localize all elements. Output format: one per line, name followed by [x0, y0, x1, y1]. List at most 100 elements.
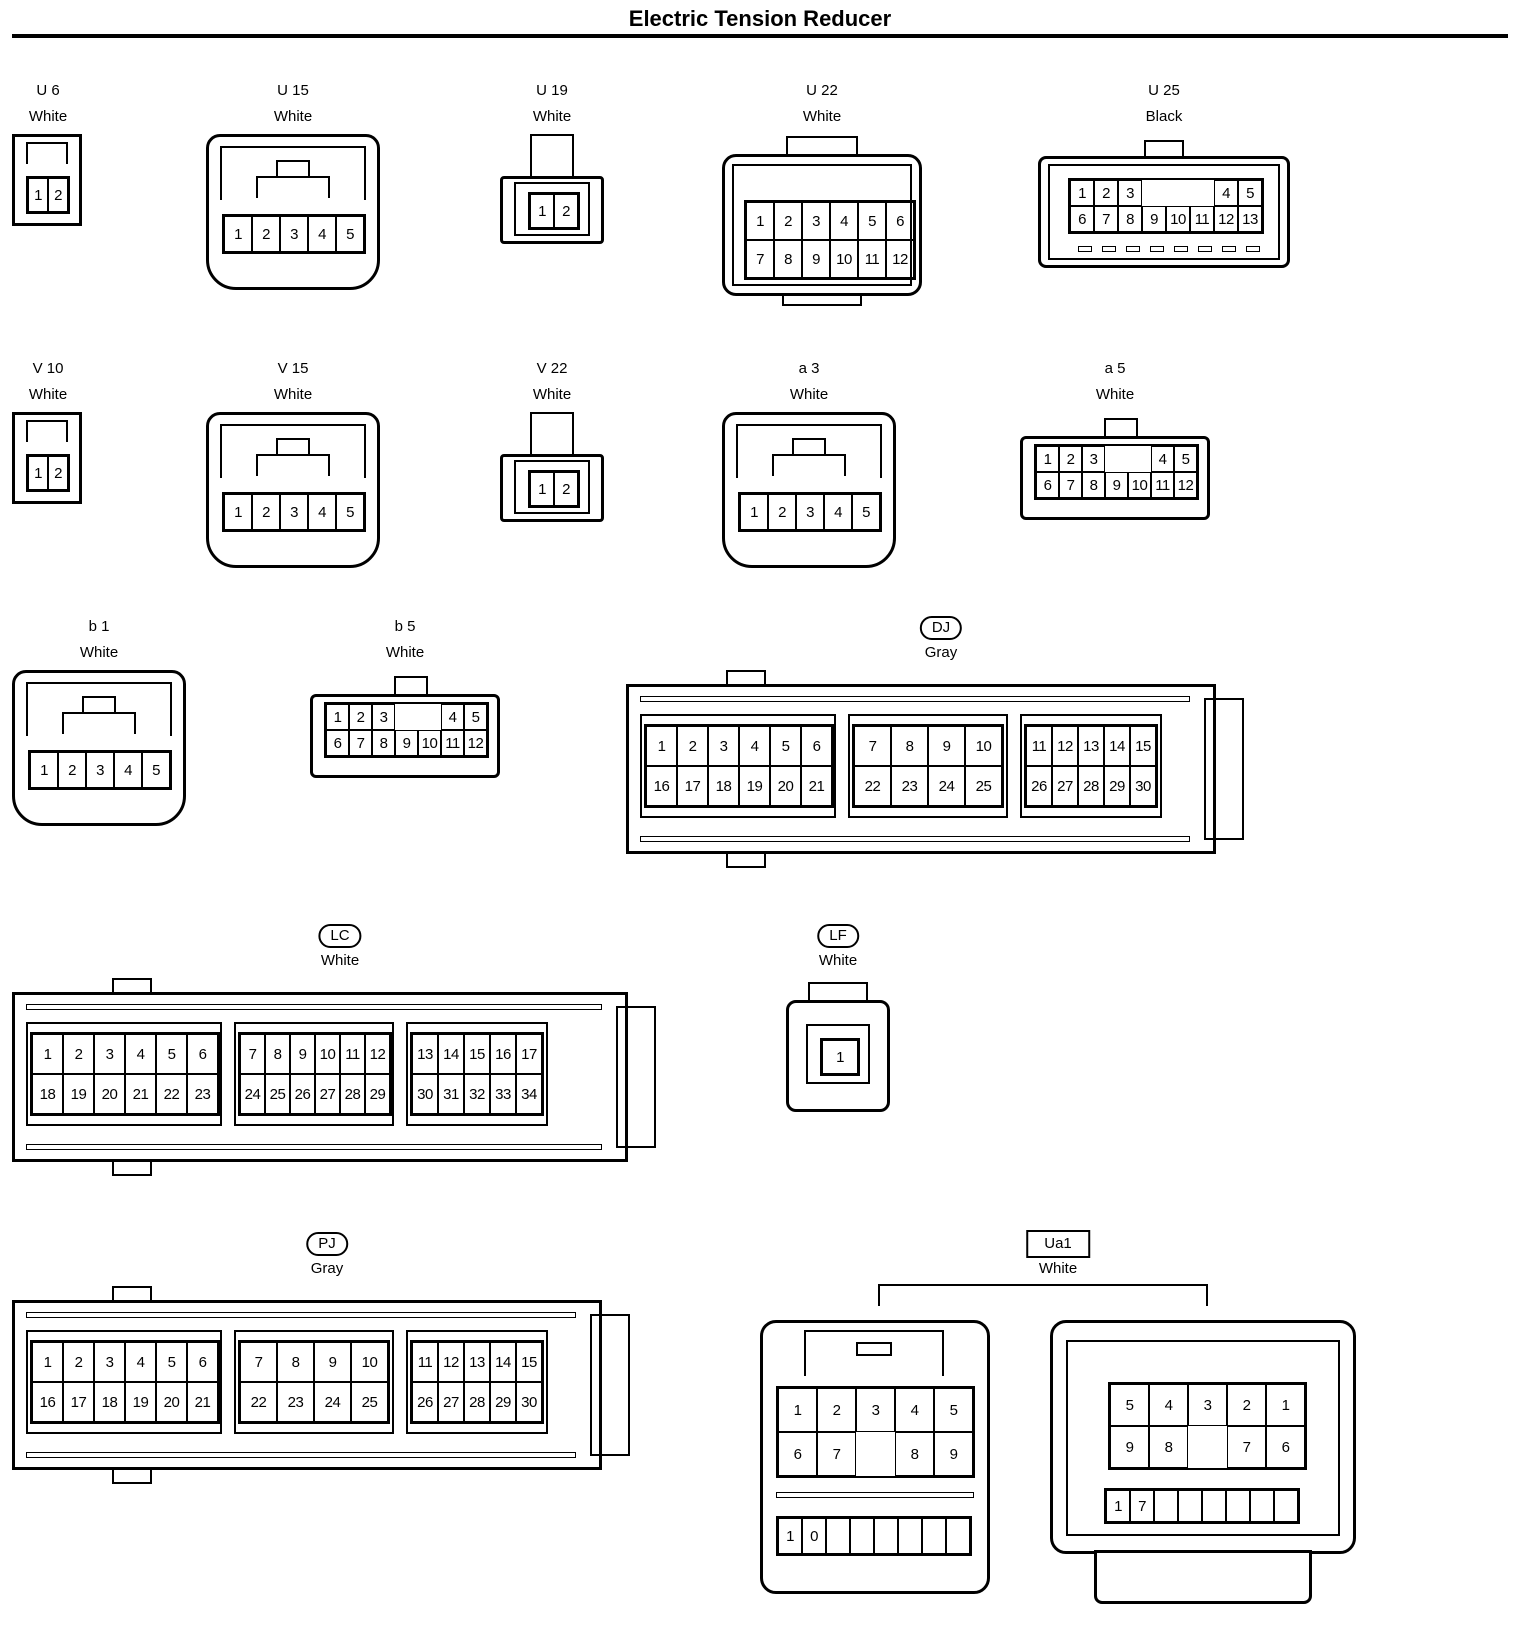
bottom-tab: [726, 852, 766, 868]
pin-cell: 11: [412, 1342, 438, 1382]
pin-cell: 10: [418, 730, 441, 756]
pin-block: [406, 1022, 548, 1126]
pin-cell: 1: [778, 1388, 817, 1432]
pin-cell: 13: [464, 1342, 490, 1382]
pin-cell: 7: [817, 1432, 856, 1476]
pin-cell: 23: [187, 1074, 218, 1114]
pin-cell: 8: [895, 1432, 934, 1476]
pin-cell: 16: [646, 766, 677, 806]
connector-id: U 15: [277, 82, 309, 99]
connector-id: b 1: [88, 618, 110, 635]
pin-cell: 2: [554, 472, 578, 506]
latch-slot: [1078, 246, 1092, 252]
pin-cell: 5: [1110, 1384, 1149, 1426]
pin-cell: 3: [280, 494, 308, 530]
pin-cell: 5: [1174, 446, 1197, 472]
pin-cell: 32: [464, 1074, 490, 1114]
pin-cell: [1250, 1490, 1274, 1522]
pin-cell: 1: [326, 704, 349, 730]
pin-cell: 6: [326, 730, 349, 756]
pin-cell: [898, 1518, 922, 1554]
connector-id: a 5: [1104, 360, 1126, 377]
rail-bottom: [26, 1144, 602, 1150]
pin-cell: 22: [156, 1074, 187, 1114]
pin-cell: 26: [412, 1382, 438, 1422]
connector-color: White: [802, 108, 842, 125]
connector-body: [1038, 156, 1290, 268]
bottom-tab: [112, 1160, 152, 1176]
pin-cell: 1: [224, 494, 252, 530]
pin-cell: 14: [490, 1342, 516, 1382]
pin-cell: 13: [412, 1034, 438, 1074]
pin-cell: 6: [187, 1342, 218, 1382]
connector-body: [626, 684, 1216, 854]
connector-body-left: [760, 1320, 990, 1594]
connector-color: White: [385, 644, 425, 661]
pin-cell: 2: [1059, 446, 1082, 472]
pin-cell: 6: [1070, 206, 1094, 232]
body-inset: [732, 164, 912, 286]
pin-cell: 7: [746, 240, 774, 278]
connector-body: [722, 154, 922, 296]
pin-cell: 3: [280, 216, 308, 252]
pin-cell: 31: [438, 1074, 464, 1114]
pin-cell: 3: [94, 1342, 125, 1382]
pin-cell: 11: [340, 1034, 365, 1074]
pin-cell: 3: [94, 1034, 125, 1074]
latch-top: [394, 676, 428, 696]
pin-cell: 1: [1106, 1490, 1130, 1522]
pin-cell: 8: [265, 1034, 290, 1074]
pin-cell: 4: [125, 1342, 156, 1382]
pin-cell: 2: [768, 494, 796, 530]
latch-shelf: [256, 176, 330, 198]
pin-cell: 1: [224, 216, 252, 252]
pin-cell: 9: [290, 1034, 315, 1074]
pin-block: [848, 714, 1008, 818]
pin-cell: 9: [1142, 206, 1166, 232]
pin-cell: 7: [1227, 1426, 1266, 1468]
pin-cell: 18: [32, 1074, 63, 1114]
pin-cell: 4: [114, 752, 142, 788]
pin-cell: 7: [1094, 206, 1118, 232]
pin-cell: 3: [802, 202, 830, 240]
latch-slot: [1174, 246, 1188, 252]
pin-cell: 7: [240, 1342, 277, 1382]
pin-cell: 3: [86, 752, 114, 788]
connector-color: Gray: [924, 644, 958, 661]
connector-body: [500, 176, 604, 244]
pin-cell: 3: [1082, 446, 1105, 472]
connector-id: LF: [817, 924, 859, 948]
rail-bottom: [26, 1452, 576, 1458]
pin-cell: 9: [395, 730, 418, 756]
pin-cell: 19: [63, 1074, 94, 1114]
pin-cell: 8: [891, 726, 928, 766]
connector-id: LC: [318, 924, 362, 948]
latch-housing: [736, 424, 882, 478]
pin-cell: 1: [746, 202, 774, 240]
pin-cell: 4: [1214, 180, 1238, 206]
pin-cell: 17: [63, 1382, 94, 1422]
pin-cell: 8: [277, 1342, 314, 1382]
pin-cell: 7: [1059, 472, 1082, 498]
pin-cell: 12: [1214, 206, 1238, 232]
pin-cell: [1274, 1490, 1298, 1522]
pin-cell: 1: [32, 1034, 63, 1074]
pin-window: [806, 1024, 870, 1084]
pin-cell: 16: [490, 1034, 516, 1074]
pin-cell: 27: [315, 1074, 340, 1114]
pin-cell: 28: [340, 1074, 365, 1114]
pin-cell: 15: [516, 1342, 542, 1382]
pin-cell: 12: [886, 240, 914, 278]
pin-cell: [1178, 1490, 1202, 1522]
pin-cell: 6: [801, 726, 832, 766]
